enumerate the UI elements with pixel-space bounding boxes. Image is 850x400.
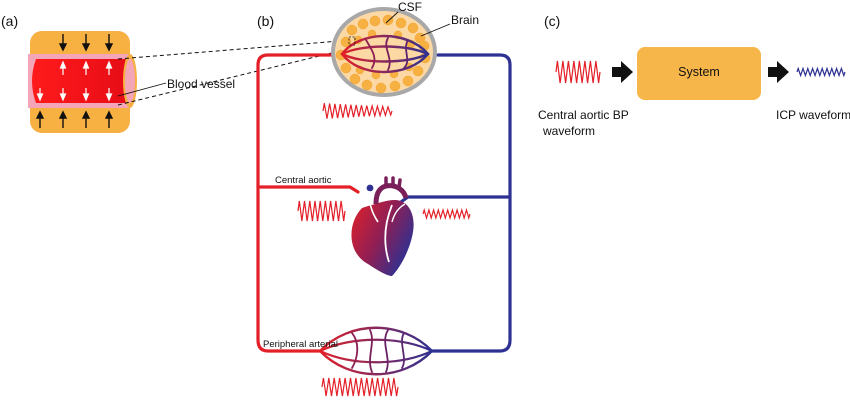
venous-return-branch <box>396 195 512 206</box>
external-pressure-arrows <box>35 34 114 128</box>
input-waveform <box>555 60 601 84</box>
brain-pointer <box>420 23 451 37</box>
system-label: System <box>678 65 720 79</box>
vessel-lumen <box>32 59 128 103</box>
post-heart-waveform <box>422 207 471 221</box>
input-label-line2: waveform <box>542 124 595 138</box>
arterial-path <box>256 53 347 353</box>
arrow-in-icon <box>612 61 633 83</box>
arrow-out-icon <box>768 61 789 83</box>
output-label: ICP waveform <box>776 108 850 122</box>
brain-icon <box>331 7 437 97</box>
output-waveform <box>796 66 846 78</box>
blood-vessel-pointer <box>117 82 167 97</box>
csf-label: CSF <box>398 0 422 14</box>
zoom-line-bottom <box>117 47 353 106</box>
internal-pressure-arrows <box>36 60 113 102</box>
brain-label: Brain <box>451 13 479 27</box>
peripheral-waveform <box>321 377 399 397</box>
venous-path <box>430 53 512 353</box>
heart-icon <box>351 176 414 276</box>
csf-pointer <box>385 11 399 24</box>
panel-a-label: (a) <box>1 13 18 29</box>
input-label-line1: Central aortic BP <box>538 108 629 122</box>
central-aortic-branch <box>256 185 360 194</box>
panel-b-label: (b) <box>257 13 274 29</box>
blood-vessel-label: Blood vessel <box>167 77 235 91</box>
vessel-cross-section <box>28 31 137 133</box>
peripheral-capillary-bed <box>318 326 434 376</box>
brain-waveform <box>322 103 393 119</box>
panel-c-label: (c) <box>544 13 560 29</box>
peripheral-arterial-label: Peripheral arterial <box>263 339 338 350</box>
central-aortic-label: Central aortic <box>275 175 332 186</box>
central-aortic-waveform <box>297 200 346 222</box>
system-box <box>637 47 761 100</box>
